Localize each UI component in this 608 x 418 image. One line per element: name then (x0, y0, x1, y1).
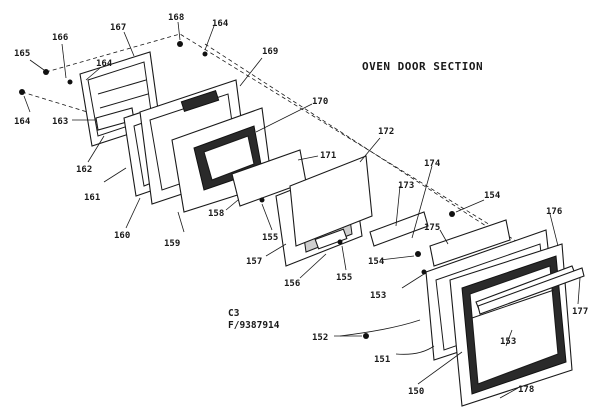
leader-lines (23, 21, 581, 399)
callout-164: 164 (14, 117, 31, 127)
callout-155: 155 (262, 233, 278, 243)
callout-173: 173 (398, 181, 414, 191)
callout-154: 154 (368, 257, 385, 267)
screw-icon (363, 333, 369, 339)
callout-159: 159 (164, 239, 180, 249)
screw-icon (259, 197, 265, 203)
diagram-title: OVEN DOOR SECTION (362, 60, 483, 73)
callout-164: 164 (212, 19, 229, 29)
callout-177: 177 (572, 307, 588, 317)
callout-167: 167 (110, 23, 126, 33)
callout-176: 176 (546, 207, 562, 217)
screw-icon (337, 239, 343, 245)
assembly-axis-top (45, 33, 561, 269)
callout-162: 162 (76, 165, 92, 175)
callout-153: 153 (500, 337, 516, 347)
screw-icon (415, 251, 421, 257)
callout-152: 152 (312, 333, 328, 343)
callout-156: 156 (284, 279, 300, 289)
diagram-code-line-1: C3 (228, 308, 240, 319)
screws (19, 41, 455, 339)
part-175-panel (429, 219, 511, 267)
callout-160: 160 (114, 231, 130, 241)
callout-175: 175 (424, 223, 440, 233)
callout-165: 165 (14, 49, 30, 59)
part-173-strip (369, 211, 429, 247)
callout-151: 151 (374, 355, 390, 365)
callout-172: 172 (378, 127, 394, 137)
callout-163: 163 (52, 117, 68, 127)
callout-174: 174 (424, 159, 441, 169)
screw-icon (421, 269, 427, 275)
part-172-back-panel (289, 155, 373, 247)
callout-166: 166 (52, 33, 68, 43)
callout-155: 155 (336, 273, 352, 283)
callout-158: 158 (208, 209, 224, 219)
callout-168: 168 (168, 13, 184, 23)
part-176-door-handle (475, 265, 585, 315)
screw-icon (19, 89, 25, 95)
callouts: 165 166 164 167 168 164 164 163 162 161 … (14, 13, 588, 397)
screw-icon (449, 211, 455, 217)
callout-171: 171 (320, 151, 336, 161)
callout-169: 169 (262, 47, 278, 57)
callout-170: 170 (312, 97, 328, 107)
screw-icon (43, 69, 49, 75)
callout-164: 164 (96, 59, 113, 69)
callout-157: 157 (246, 257, 262, 267)
callout-154: 154 (484, 191, 501, 201)
callout-150: 150 (408, 387, 424, 397)
screw-icon (177, 41, 183, 47)
diagram-code-line-2: F/9387914 (228, 320, 280, 331)
callout-161: 161 (84, 193, 100, 203)
callout-153: 153 (370, 291, 386, 301)
screw-icon (202, 51, 208, 57)
screw-icon (67, 79, 73, 85)
callout-178: 178 (518, 385, 534, 395)
